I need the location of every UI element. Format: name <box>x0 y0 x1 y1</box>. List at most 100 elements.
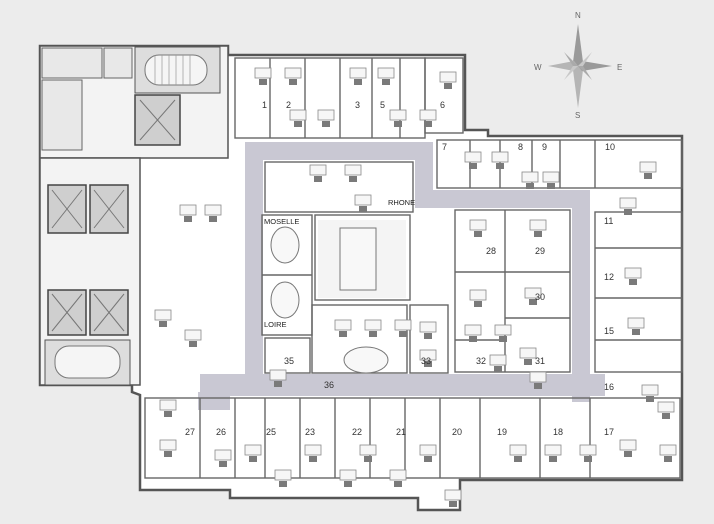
chair <box>219 461 227 467</box>
chair <box>424 456 432 462</box>
chair <box>382 79 390 85</box>
chair <box>249 456 257 462</box>
room-8-label: 8 <box>518 142 523 152</box>
desk <box>519 347 537 359</box>
chair <box>514 456 522 462</box>
desk <box>159 399 177 411</box>
chair <box>209 216 217 222</box>
chair <box>534 383 542 389</box>
room-17-label: 17 <box>604 427 614 437</box>
desk <box>204 204 222 216</box>
desk <box>354 194 372 206</box>
desk <box>419 109 437 121</box>
room-30-label: 30 <box>535 292 545 302</box>
room-29-label: 29 <box>535 246 545 256</box>
room-25-label: 25 <box>266 427 276 437</box>
chair <box>289 79 297 85</box>
desk <box>254 67 272 79</box>
desk <box>154 309 172 321</box>
chair <box>394 121 402 127</box>
desk <box>364 319 382 331</box>
chair <box>424 333 432 339</box>
desk <box>439 71 457 83</box>
desk <box>244 444 262 456</box>
corridor <box>198 142 605 410</box>
chair <box>309 456 317 462</box>
desk <box>491 151 509 163</box>
chair <box>364 456 372 462</box>
room-rhone-label: RHONE <box>388 198 415 207</box>
room-26-label: 26 <box>216 427 226 437</box>
desk <box>464 151 482 163</box>
chair <box>274 381 282 387</box>
desk <box>344 164 362 176</box>
desk <box>544 444 562 456</box>
compass-west: W <box>534 63 542 72</box>
chair <box>314 176 322 182</box>
desk <box>624 267 642 279</box>
chair <box>624 209 632 215</box>
desk <box>389 469 407 481</box>
desk <box>269 369 287 381</box>
room-labels: 1 2 3 5 6 7 8 9 10 11 12 15 16 17 18 19 … <box>185 100 615 437</box>
desk <box>469 289 487 301</box>
room-23-label: 23 <box>305 427 315 437</box>
desk <box>389 109 407 121</box>
chair <box>469 163 477 169</box>
chair <box>424 361 432 367</box>
chair <box>534 231 542 237</box>
chair <box>469 336 477 342</box>
desk <box>394 319 412 331</box>
chair <box>279 481 287 487</box>
partitions <box>144 57 683 479</box>
room-15-label: 15 <box>604 326 614 336</box>
room-3-label: 3 <box>355 100 360 110</box>
chair <box>632 329 640 335</box>
room-28-label: 28 <box>486 246 496 256</box>
room-18-label: 18 <box>553 427 563 437</box>
desk-group <box>154 67 677 507</box>
room-36-table <box>343 346 389 374</box>
desk <box>419 444 437 456</box>
chair <box>529 299 537 305</box>
chair <box>369 331 377 337</box>
chair <box>547 183 555 189</box>
room-32-label: 32 <box>476 356 486 366</box>
chair <box>444 83 452 89</box>
desk <box>359 444 377 456</box>
desk <box>309 164 327 176</box>
desk <box>419 321 437 333</box>
chair <box>359 206 367 212</box>
room-9-label: 9 <box>542 142 547 152</box>
desk <box>419 349 437 361</box>
desk <box>639 161 657 173</box>
room-33-label: 33 <box>421 356 431 366</box>
desk <box>377 67 395 79</box>
room-22-label: 22 <box>352 427 362 437</box>
chair <box>474 231 482 237</box>
room-5-label: 5 <box>380 100 385 110</box>
compass-east: E <box>617 63 622 72</box>
desk <box>284 67 302 79</box>
desk <box>659 444 677 456</box>
room-2-label: 2 <box>286 100 291 110</box>
desk <box>494 324 512 336</box>
room-10-label: 10 <box>605 142 615 152</box>
chair <box>159 321 167 327</box>
chair <box>349 176 357 182</box>
chair <box>494 366 502 372</box>
desk <box>529 371 547 383</box>
loire-table <box>270 281 300 319</box>
room-loire-label: LOIRE <box>264 320 287 329</box>
chair <box>184 216 192 222</box>
chair <box>394 481 402 487</box>
room-36-label: 36 <box>324 380 334 390</box>
chair <box>624 451 632 457</box>
desk <box>179 204 197 216</box>
chair <box>646 396 654 402</box>
chair <box>164 451 172 457</box>
desk <box>469 219 487 231</box>
room-11-label: 11 <box>604 216 613 226</box>
